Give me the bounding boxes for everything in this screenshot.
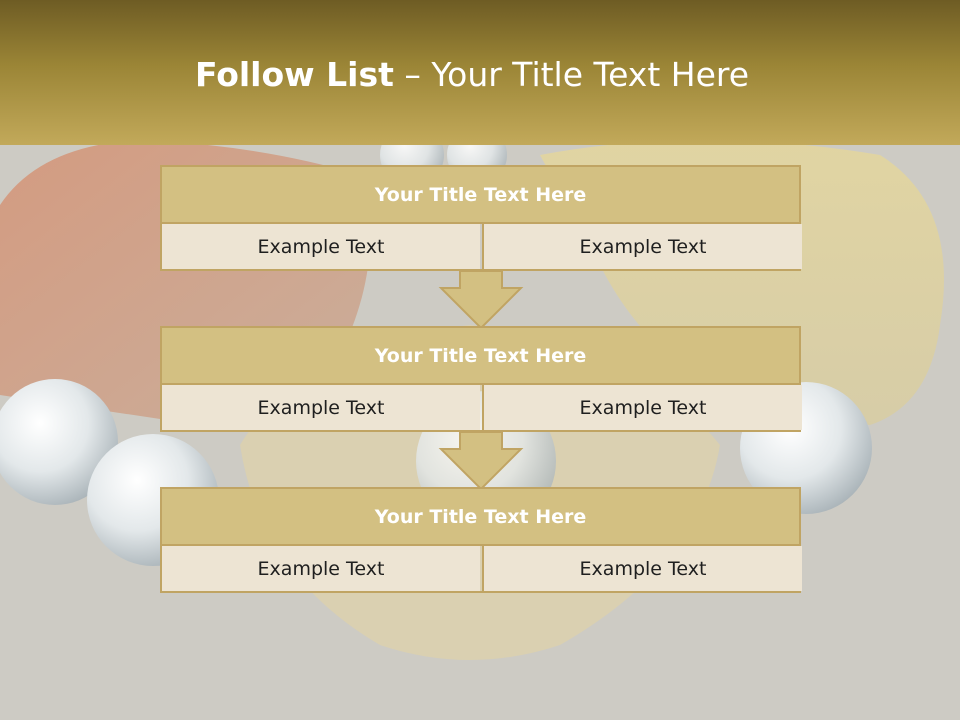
step-title: Your Title Text Here bbox=[162, 167, 799, 224]
step-title: Your Title Text Here bbox=[162, 328, 799, 385]
step-box-1: Your Title Text Here Example Text Exampl… bbox=[160, 165, 802, 271]
step-box-2: Your Title Text Here Example Text Exampl… bbox=[160, 326, 802, 432]
step-cell-right: Example Text bbox=[482, 385, 802, 430]
step-cell-left: Example Text bbox=[162, 385, 480, 430]
down-arrow-icon bbox=[438, 270, 524, 330]
slide-title-bold: Follow List bbox=[194, 55, 394, 94]
step-box-3: Your Title Text Here Example Text Exampl… bbox=[160, 487, 802, 593]
title-bar: Follow List – Your Title Text Here bbox=[0, 0, 960, 145]
step-cell-left: Example Text bbox=[162, 224, 480, 269]
down-arrow-icon bbox=[438, 431, 524, 491]
step-title: Your Title Text Here bbox=[162, 489, 799, 546]
slide-title-rest: – Your Title Text Here bbox=[393, 55, 750, 94]
pearl-left-1 bbox=[0, 379, 118, 505]
slide-title: Follow List – Your Title Text Here bbox=[0, 54, 944, 96]
step-cell-right: Example Text bbox=[482, 546, 802, 591]
step-cell-right: Example Text bbox=[482, 224, 802, 269]
step-cell-left: Example Text bbox=[162, 546, 480, 591]
